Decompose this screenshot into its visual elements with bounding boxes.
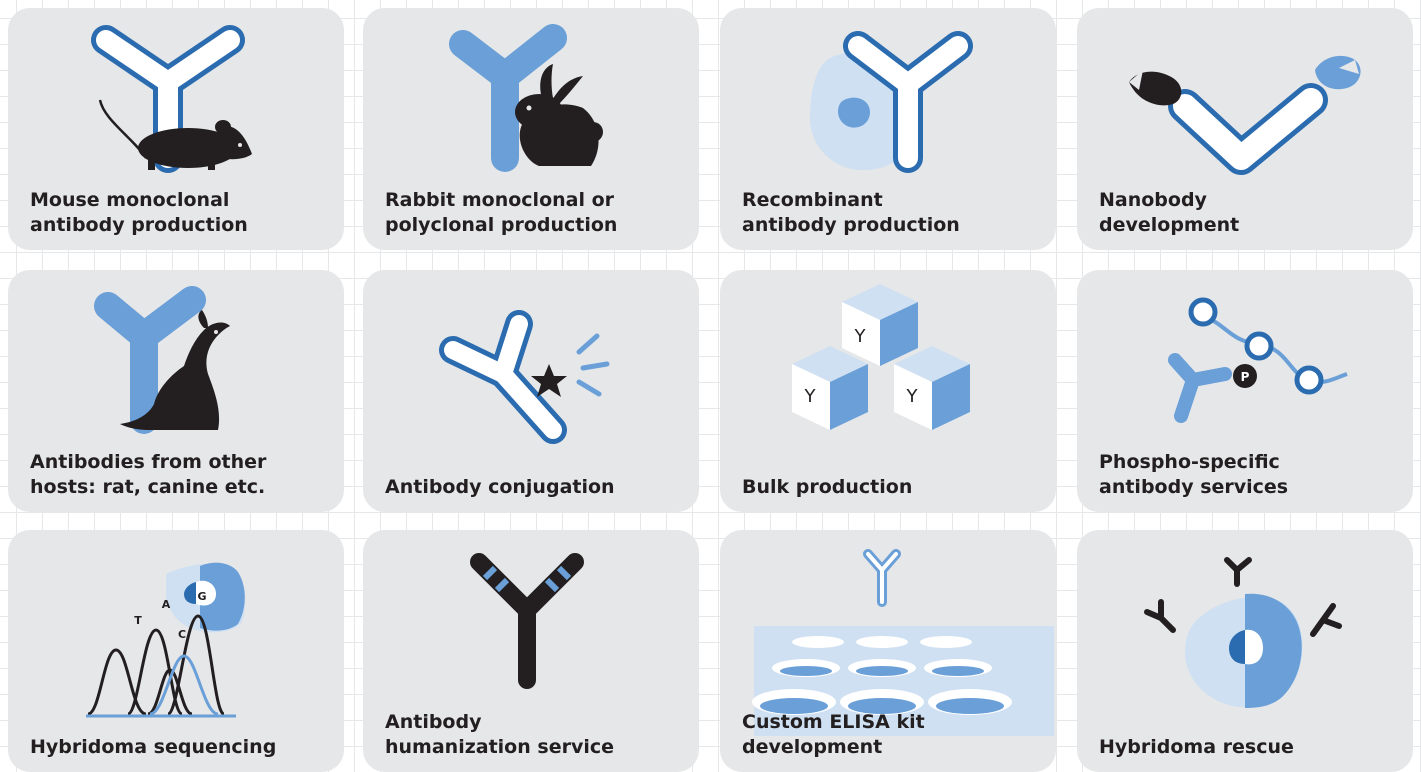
service-label: Hybridoma sequencing: [30, 736, 277, 758]
service-label: Custom ELISA kit development: [742, 711, 925, 758]
service-label: Nanobody development: [1099, 189, 1240, 236]
phospho-icon: P: [1168, 297, 1348, 423]
service-label: Phospho-specific antibody services: [1099, 451, 1289, 498]
cube-glyph: Y: [906, 386, 919, 407]
base-glyph-c: C: [178, 628, 186, 641]
service-label: Hybridoma rescue: [1099, 736, 1294, 758]
recombinant-antibody-icon: [810, 31, 973, 173]
bulk-cubes-icon: Y Y Y: [792, 284, 970, 430]
service-card-conjugation[interactable]: Antibody conjugation: [363, 270, 699, 512]
base-glyph-a: A: [162, 598, 171, 611]
service-label: Mouse monoclonal antibody production: [30, 189, 248, 236]
cube-glyph: Y: [804, 386, 817, 407]
service-card-rescue[interactable]: Hybridoma rescue: [1077, 530, 1413, 772]
service-card-mouse[interactable]: Mouse monoclonal antibody production: [8, 8, 344, 250]
service-label: Antibodies from other hosts: rat, canine…: [30, 451, 267, 498]
service-label: Recombinant antibody production: [742, 189, 960, 236]
service-card-humanization[interactable]: Antibody humanization service: [363, 530, 699, 772]
base-glyph-t: T: [134, 614, 142, 627]
cube-glyph: Y: [854, 326, 867, 347]
service-card-phospho[interactable]: P Phospho-specific antibody services: [1077, 270, 1413, 512]
service-label: Bulk production: [742, 476, 913, 498]
service-card-other-hosts[interactable]: Antibodies from other hosts: rat, canine…: [8, 270, 344, 512]
base-glyph-g: G: [197, 590, 206, 603]
humanized-antibody-icon: [470, 553, 584, 689]
service-label: Rabbit monoclonal or polyclonal producti…: [385, 189, 618, 236]
rabbit-antibody-icon: [449, 24, 603, 172]
service-card-elisa[interactable]: Custom ELISA kit development: [720, 530, 1056, 772]
service-card-sequencing[interactable]: T A C G Hybridoma sequencing: [8, 530, 344, 772]
nanobody-icon: [1129, 55, 1361, 175]
sequencing-peaks-icon: T A C G: [86, 562, 246, 718]
elisa-plate-icon: [752, 549, 1054, 736]
service-card-recombinant[interactable]: Recombinant antibody production: [720, 8, 1056, 250]
service-label: Antibody conjugation: [385, 476, 615, 498]
dog-antibody-icon: [94, 286, 230, 434]
service-card-nanobody[interactable]: Nanobody development: [1077, 8, 1413, 250]
service-card-bulk[interactable]: Y Y Y Bulk production: [720, 270, 1056, 512]
service-label: Antibody humanization service: [385, 711, 614, 758]
mouse-antibody-icon: [91, 25, 252, 173]
conjugation-icon: [439, 310, 610, 444]
phospho-glyph: P: [1241, 370, 1250, 384]
service-card-rabbit[interactable]: Rabbit monoclonal or polyclonal producti…: [363, 8, 699, 250]
hybridoma-cell-icon: [1144, 557, 1342, 708]
